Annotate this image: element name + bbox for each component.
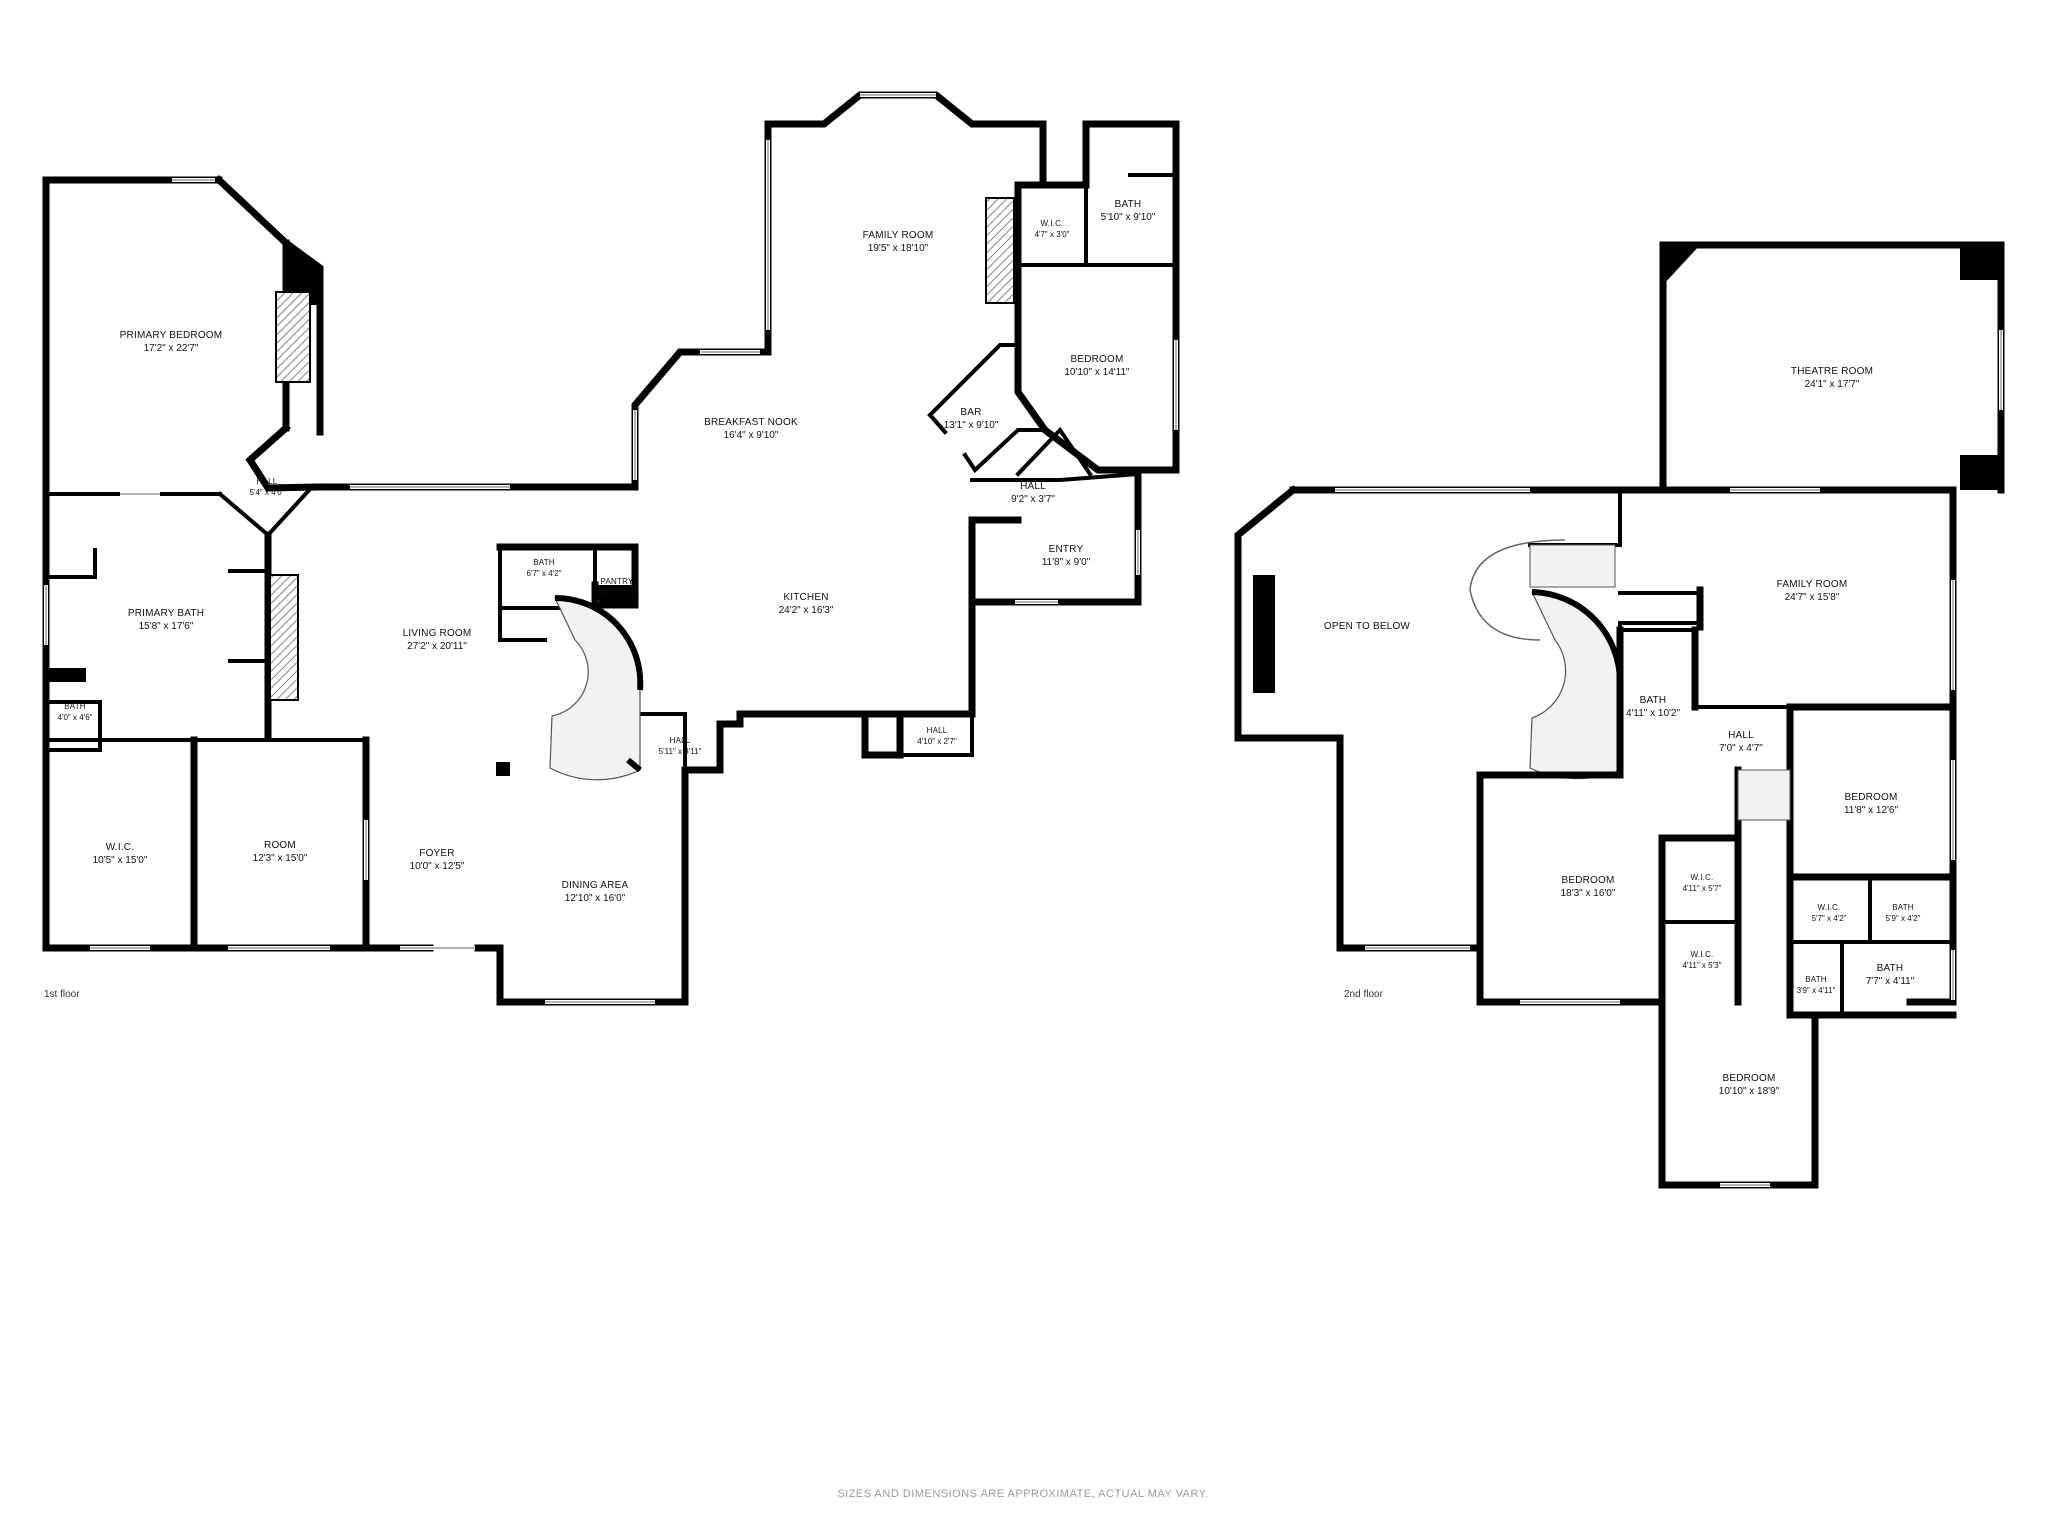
room-dim: 5'7" x 4'2": [1812, 914, 1847, 923]
room-name: OPEN TO BELOW: [1324, 621, 1411, 632]
room-name: THEATRE ROOM: [1791, 366, 1873, 377]
room-name: BATH: [1640, 695, 1667, 706]
room-name: BATH: [1805, 975, 1827, 984]
room-dim: 17'2" x 22'7": [144, 343, 199, 354]
room-dim: 12'10" x 16'0": [565, 893, 626, 904]
room-dim: 18'3" x 16'0": [1561, 888, 1616, 899]
room-dim: 15'8" x 17'6": [139, 621, 194, 632]
room-dim: 10'10" x 14'11": [1064, 367, 1130, 378]
room-dim: 19'5" x 18'10": [868, 243, 929, 254]
room-dim: 5'11" x 3'11": [659, 747, 702, 756]
room-dim: 10'10" x 18'9": [1719, 1086, 1780, 1097]
room-dim: 5'10" x 9'10": [1101, 212, 1156, 223]
room-name: DINING AREA: [562, 880, 629, 891]
room-dim: 4'7" x 3'0": [1035, 230, 1070, 239]
room-dim: 11'8" x 12'6": [1844, 805, 1899, 816]
room-dim: 4'11" x 10'2": [1626, 708, 1681, 719]
room-name: FAMILY ROOM: [1777, 579, 1848, 590]
room-name: FOYER: [419, 848, 454, 859]
second-floor-labels: THEATRE ROOM 24'1" x 17'7" OPEN TO BELOW…: [1324, 366, 1921, 1097]
room-dim: 11'8" x 9'0": [1042, 557, 1091, 568]
room-name: BATH: [533, 558, 555, 567]
room-dim: 6'7" x 4'2": [527, 569, 562, 578]
room-dim: 7'7" x 4'11": [1866, 976, 1915, 987]
first-floor-stair: [549, 594, 644, 781]
room-name: HALL: [927, 726, 948, 735]
room-name: KITCHEN: [783, 592, 828, 603]
room-name: BAR: [960, 407, 981, 418]
room-name: PRIMARY BATH: [128, 608, 204, 619]
room-dim: 10'5" x 15'0": [93, 855, 148, 866]
room-dim: 24'7" x 15'8": [1785, 592, 1840, 603]
room-name: BREAKFAST NOOK: [704, 417, 798, 428]
room-name: BEDROOM: [1561, 875, 1614, 886]
room-name: BEDROOM: [1722, 1073, 1775, 1084]
room-dim: 5'9" x 4'2": [1886, 914, 1921, 923]
room-dim: 12'3" x 15'0": [253, 853, 308, 864]
room-dim: 5'4" x 4'0": [250, 488, 285, 497]
room-name: HALL: [1020, 481, 1046, 492]
first-floor-windows: [44, 93, 1178, 1004]
room-dim: 24'2" x 16'3": [779, 605, 834, 616]
room-name: BATH: [1892, 903, 1914, 912]
room-dim: 4'10" x 2'7": [917, 737, 957, 746]
room-name: BATH: [1115, 199, 1142, 210]
room-name: W.I.C.: [1041, 219, 1064, 228]
room-dim: 27'2" x 20'11": [407, 641, 467, 652]
room-name: W.I.C.: [1691, 950, 1714, 959]
room-name: HALL: [670, 736, 691, 745]
room-dim: 9'2" x 3'7": [1011, 494, 1055, 505]
room-name: BATH: [64, 702, 86, 711]
room-dim: 2'11" x 7'4": [598, 588, 637, 597]
room-name: W.I.C.: [1818, 903, 1841, 912]
room-name: W.I.C.: [1691, 873, 1714, 882]
room-dim: 13'1" x 9'10": [944, 420, 999, 431]
room-name: ROOM: [264, 840, 296, 851]
room-dim: 3'9" x 4'11": [1797, 986, 1836, 995]
room-dim: 4'11" x 5'3": [1683, 961, 1722, 970]
room-name: HALL: [257, 477, 278, 486]
first-floor-labels: PRIMARY BEDROOM 17'2" x 22'7" HALL 5'4" …: [58, 199, 1156, 904]
room-name: W.I.C.: [106, 842, 134, 853]
room-dim: 10'0" x 12'5": [410, 861, 465, 872]
room-name: FAMILY ROOM: [863, 230, 934, 241]
room-name: LIVING ROOM: [403, 628, 472, 639]
second-floor-windows: [1335, 330, 2003, 1187]
disclaimer-text: SIZES AND DIMENSIONS ARE APPROXIMATE, AC…: [837, 1488, 1208, 1500]
first-floor-fixtures: [46, 197, 1015, 776]
room-name: PRIMARY BEDROOM: [120, 330, 223, 341]
room-name: BATH: [1877, 963, 1904, 974]
room-name: BEDROOM: [1070, 354, 1123, 365]
floor-label: 2nd floor: [1344, 989, 1384, 1000]
room-dim: 4'11" x 5'7": [1683, 884, 1722, 893]
room-name: PANTRY: [601, 577, 634, 586]
room-name: ENTRY: [1049, 544, 1084, 555]
room-name: HALL: [1728, 730, 1754, 741]
room-dim: 24'1" x 17'7": [1805, 379, 1860, 390]
room-dim: 4'0" x 4'6": [58, 713, 93, 722]
floor-label: 1st floor: [44, 989, 80, 1000]
room-dim: 7'0" x 4'7": [1719, 743, 1763, 754]
room-dim: 16'4" x 9'10": [724, 430, 779, 441]
room-name: BEDROOM: [1844, 792, 1897, 803]
second-floor-walls: [1234, 241, 2005, 1189]
